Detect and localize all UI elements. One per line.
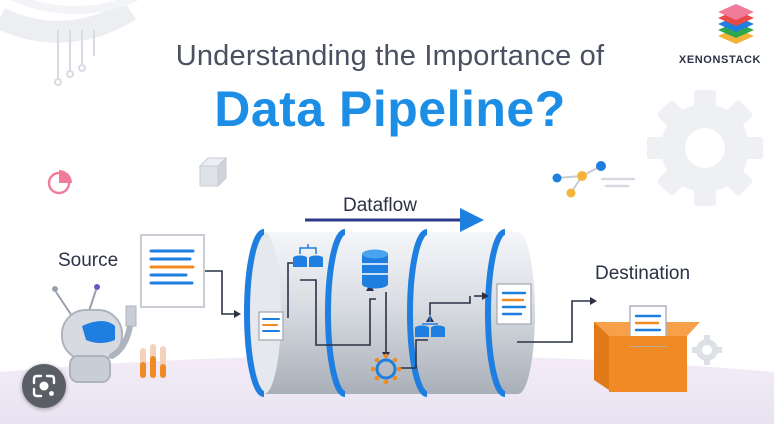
dataflow-arrow bbox=[305, 208, 484, 232]
source-label: Source bbox=[58, 250, 119, 271]
destination-box-icon bbox=[594, 305, 700, 392]
dataflow-label: Dataflow bbox=[343, 195, 417, 216]
cube-icon bbox=[198, 156, 228, 188]
database-icon bbox=[362, 249, 388, 289]
brand-name: XENONSTACK bbox=[678, 54, 762, 66]
database-hierarchy-icon bbox=[293, 244, 323, 267]
visual-search-button[interactable] bbox=[22, 364, 66, 408]
circuit-ring-decor bbox=[0, 0, 140, 86]
pie-chart-icon bbox=[47, 170, 72, 195]
small-gear-icon bbox=[692, 335, 722, 365]
source-document-icon bbox=[140, 234, 205, 308]
pipeline-cylinder bbox=[244, 229, 535, 397]
destination-label: Destination bbox=[595, 263, 691, 284]
page-title: Data Pipeline? bbox=[214, 81, 566, 137]
gear-icon bbox=[647, 90, 763, 206]
subtitle: Understanding the Importance of bbox=[175, 40, 605, 72]
brand-logo-icon bbox=[718, 4, 754, 44]
lens-icon bbox=[32, 374, 56, 398]
robot-illustration bbox=[52, 284, 137, 383]
network-nodes-icon bbox=[552, 161, 636, 198]
process-gear-icon bbox=[370, 353, 402, 385]
bar-mini-icon bbox=[140, 344, 166, 378]
